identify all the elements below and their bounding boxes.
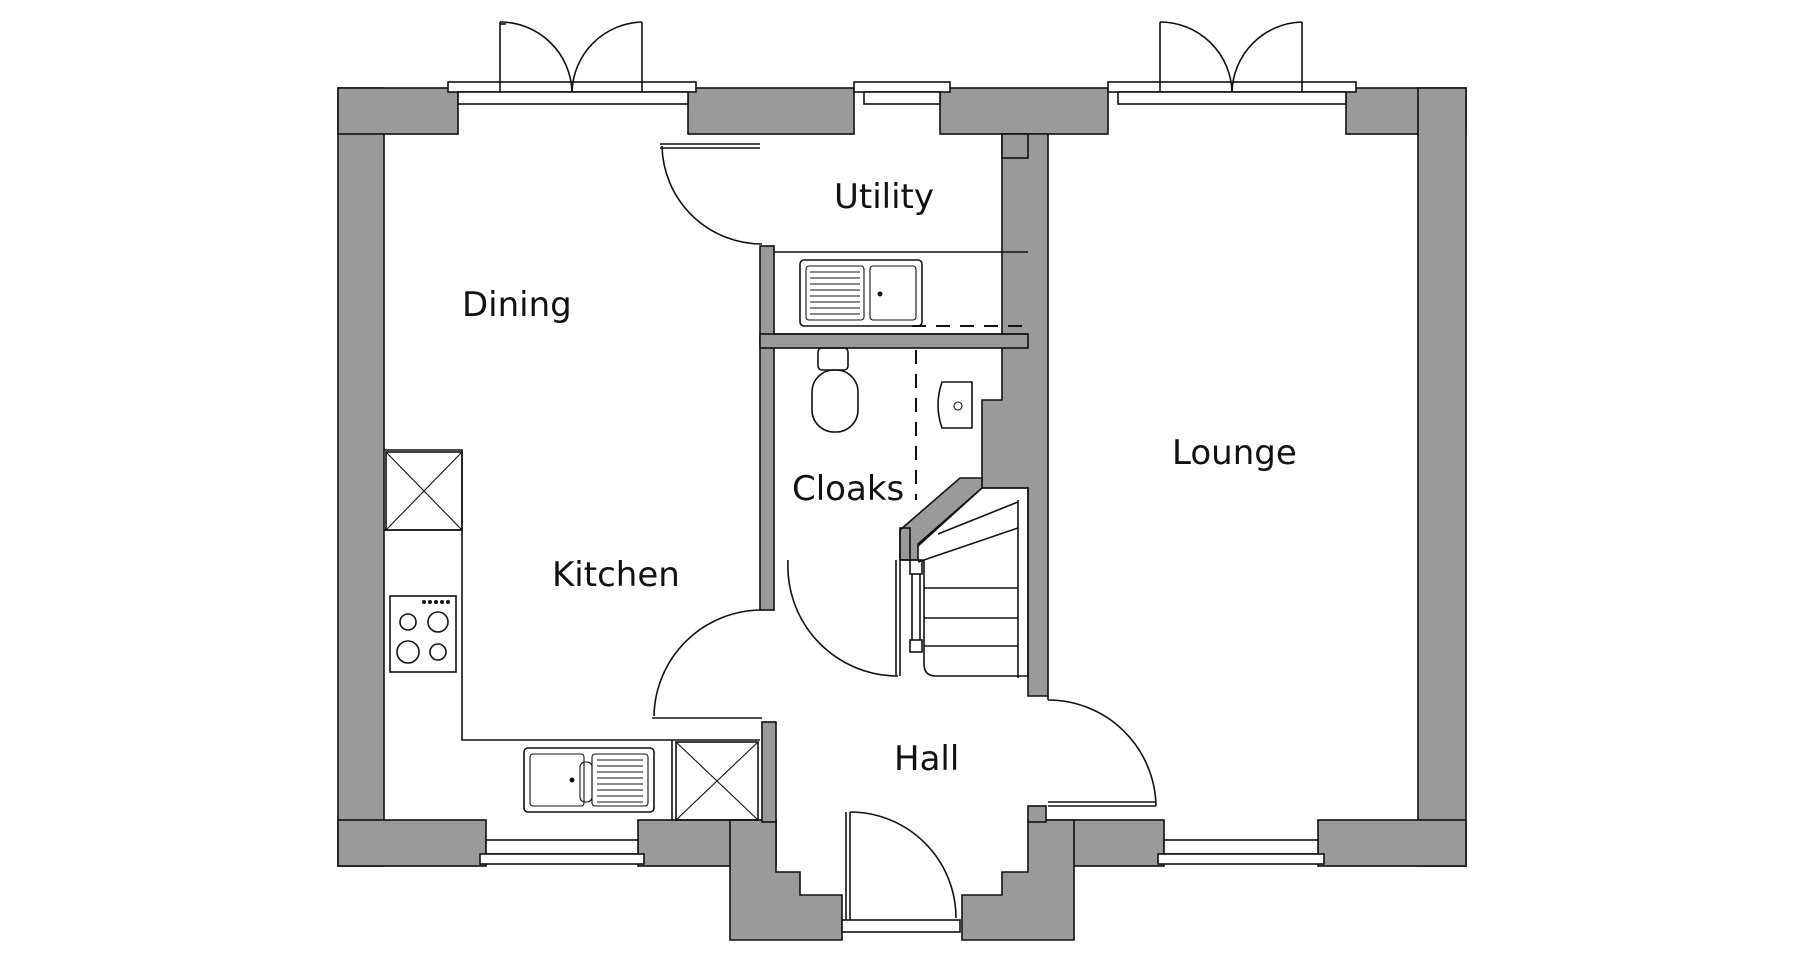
cloaks-fittings [811,347,973,500]
newel-post-lower [909,639,923,653]
outer-walls [337,87,1467,941]
front-door-threshold [841,919,961,933]
cabinet-x-left [385,451,463,531]
wall-utility-step [1001,133,1029,159]
room-label-kitchen: Kitchen [552,555,680,595]
wall-utility-cloaks [759,333,1029,349]
utility-drainer [810,271,860,315]
sink-drainer [597,759,643,803]
door-swing-front [849,811,957,919]
wall-entrance-right [961,819,1075,941]
doors [652,143,1157,933]
kitchen-units [384,449,760,821]
wall-top-mid [687,87,855,135]
room-label-utility: Utility [834,177,934,217]
wc-bowl [811,369,859,433]
door-swing-cloaks [787,559,899,677]
wall-entrance-left [729,819,843,941]
window-kitchen-bottom-sill [479,853,645,865]
french-doors-dining [499,21,643,93]
basin [937,381,973,429]
wall-hall-lounge [1027,805,1047,823]
wall-stair-angled [899,477,983,561]
room-label-dining: Dining [462,285,572,325]
door-swing-lounge [1047,699,1157,807]
wall-central-upper [981,133,1049,697]
utility-sink [799,259,923,327]
wall-top-left [337,87,459,135]
room-label-lounge: Lounge [1172,433,1297,473]
cabinet-x-bottom [675,741,759,821]
window-kitchen-bottom [485,839,639,855]
window-dining-top-sill [457,91,689,105]
room-labels: Utility Dining Lounge Cloaks Kitchen Hal… [462,177,1297,779]
room-label-hall: Hall [894,739,959,779]
wall-bottom-right2 [1317,819,1467,867]
window-lounge-top-sill [1117,91,1347,105]
kitchen-sink [523,747,655,813]
wall-bottom-left [337,819,487,867]
door-swing-utility [661,145,763,245]
wall-kitchen-hall [761,721,777,823]
room-label-cloaks: Cloaks [792,469,904,509]
wall-right [1417,87,1467,867]
window-lounge-bottom [1163,839,1319,855]
wall-left [337,87,385,867]
window-utility-sill [863,91,941,105]
door-swing-kitchen [653,609,763,717]
utility-units [774,251,1028,335]
hob [389,595,457,673]
wc-cistern [817,347,849,371]
staircase [899,487,1029,678]
wall-top-mid2 [939,87,1109,135]
french-doors-lounge [1159,21,1303,93]
window-lounge-bottom-sill [1157,853,1325,865]
wall-kitchen-cloaks [759,245,775,611]
window-utility [853,81,951,93]
newel-post [909,559,923,575]
